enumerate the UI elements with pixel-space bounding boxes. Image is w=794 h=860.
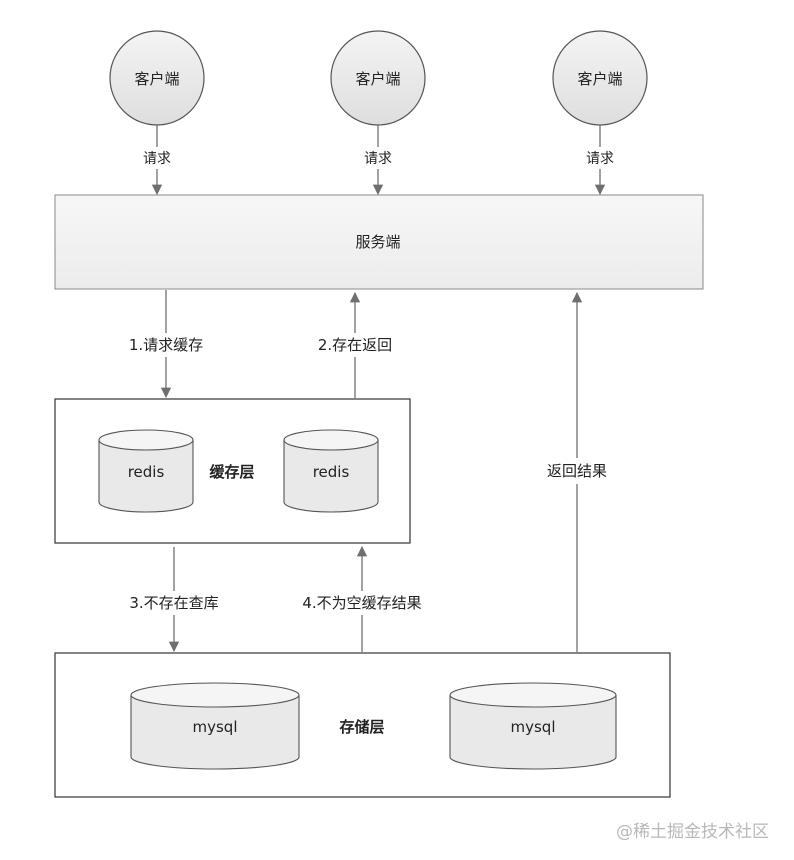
client-node: 客户端 [109,30,205,126]
mysql-node: mysql [130,682,300,770]
client-label: 客户端 [355,70,400,88]
client-node: 客户端 [552,30,648,126]
flow-label-step3: 3.不存在查库 [129,594,218,612]
request-label: 请求 [143,151,171,167]
mysql-label: mysql [193,718,238,736]
label-bg [116,591,232,615]
label-bg [290,591,434,615]
flow-label-step4: 4.不为空缓存结果 [302,594,421,612]
flow-label-return-result: 返回结果 [547,462,607,480]
request-label: 请求 [586,151,614,167]
cache-layer-box: redis 缓存层 redis [54,398,411,544]
server-label: 服务端 [355,233,400,251]
watermark: @稀土掘金技术社区 [616,822,769,842]
label-bg [532,458,622,484]
redis-label: redis [128,463,165,481]
redis-node: redis [98,429,194,513]
label-bg [354,147,402,169]
cylinder-body [98,440,194,513]
storage-layer-label: 存储层 [339,718,384,736]
server-box: 服务端 [54,194,704,290]
label-bg [114,333,218,357]
flow-label-step1: 1.请求缓存 [129,336,203,354]
cylinder-top [283,429,379,451]
label-bg [133,147,181,169]
cache-layer-label: 缓存层 [209,463,254,481]
cylinder-top [98,429,194,451]
cylinder-top [130,682,300,708]
mysql-node: mysql [449,682,617,770]
redis-label: redis [313,463,350,481]
cylinder-body [449,695,617,770]
client-node: 客户端 [330,30,426,126]
request-label: 请求 [364,151,392,167]
redis-node: redis [283,429,379,513]
cylinder-body [283,440,379,513]
cylinder-top [449,682,617,708]
cylinder-body [130,695,300,770]
client-label: 客户端 [134,70,179,88]
server-rect [54,194,704,290]
label-bg [576,147,624,169]
mysql-label: mysql [511,718,556,736]
label-bg [305,333,405,357]
flow-label-step2: 2.存在返回 [318,336,392,354]
client-label: 客户端 [577,70,622,88]
storage-layer-box: mysql 存储层 mysql [54,652,671,798]
